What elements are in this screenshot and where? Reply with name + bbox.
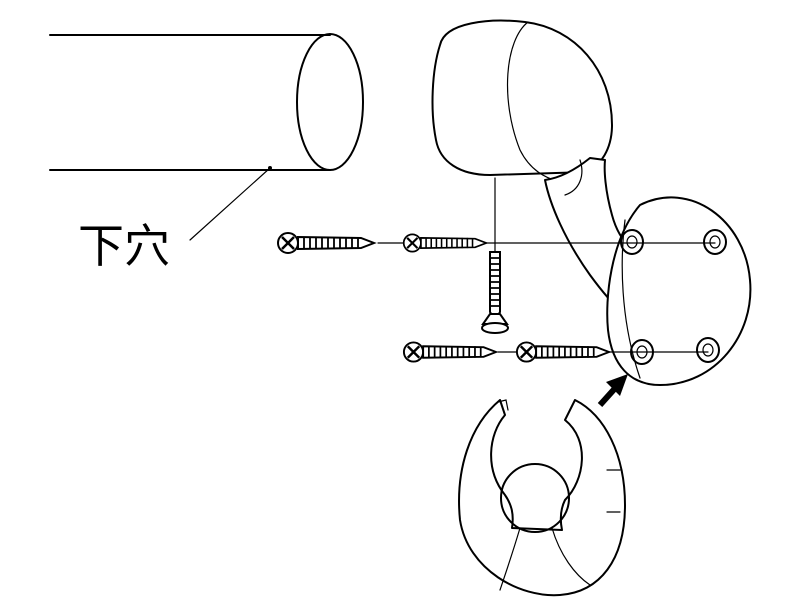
screw-icon <box>276 231 376 255</box>
screw-icon <box>402 341 498 363</box>
wall-plate <box>606 196 752 386</box>
base-cover <box>458 399 626 597</box>
screw-icon <box>402 233 488 253</box>
plate-hole-bottom-right <box>696 337 720 363</box>
pilot-hole-leader <box>189 166 272 241</box>
pilot-hole-label: 下穴 <box>78 219 170 273</box>
arrow-icon <box>597 374 628 408</box>
handrail-pipe <box>49 33 364 171</box>
plate-hole-top-left <box>620 229 644 255</box>
screw-icon <box>515 341 611 363</box>
plate-hole-top-right <box>703 229 727 255</box>
screw-icon <box>481 251 509 334</box>
